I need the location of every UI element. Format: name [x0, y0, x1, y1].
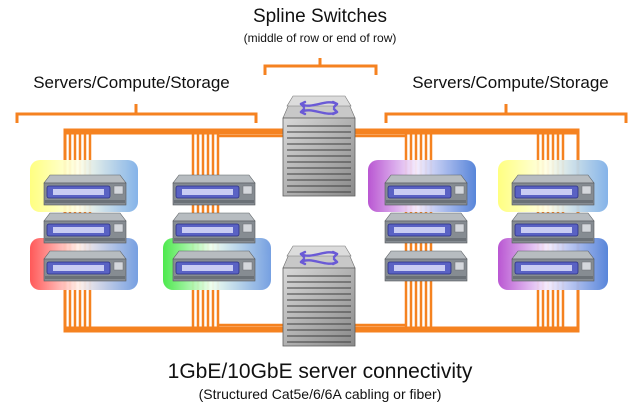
spine-switch-icon — [281, 244, 357, 348]
left-bracket — [15, 104, 258, 123]
right-bracket — [384, 104, 628, 123]
bracket-icon — [15, 58, 628, 123]
server-icon — [172, 212, 256, 244]
server-stack-3 — [384, 174, 468, 282]
server-icon — [511, 250, 595, 282]
top-subtitle: (middle of row or end of row) — [243, 31, 397, 45]
server-icon — [43, 212, 127, 244]
server-icon — [43, 174, 127, 206]
spine-switch-icon — [281, 94, 357, 198]
server-icon — [384, 174, 468, 206]
bottom-title: 1GbE/10GbE server connectivity — [167, 360, 473, 383]
right-group-label: Servers/Compute/Storage — [412, 73, 609, 92]
left-group-label: Servers/Compute/Storage — [33, 73, 230, 92]
top-bracket — [263, 58, 378, 75]
server-icon — [43, 250, 127, 282]
bottom-subtitle: (Structured Cat5e/6/6A cabling or fiber) — [198, 386, 442, 402]
server-stack-4 — [511, 174, 595, 282]
server-stack-1 — [43, 174, 127, 282]
server-icon — [172, 174, 256, 206]
server-icon — [172, 250, 256, 282]
server-icon — [511, 212, 595, 244]
server-icon — [511, 174, 595, 206]
top-title: Spline Switches — [252, 6, 388, 27]
server-stack-2 — [172, 174, 256, 282]
server-icon — [384, 250, 468, 282]
server-icon — [384, 212, 468, 244]
